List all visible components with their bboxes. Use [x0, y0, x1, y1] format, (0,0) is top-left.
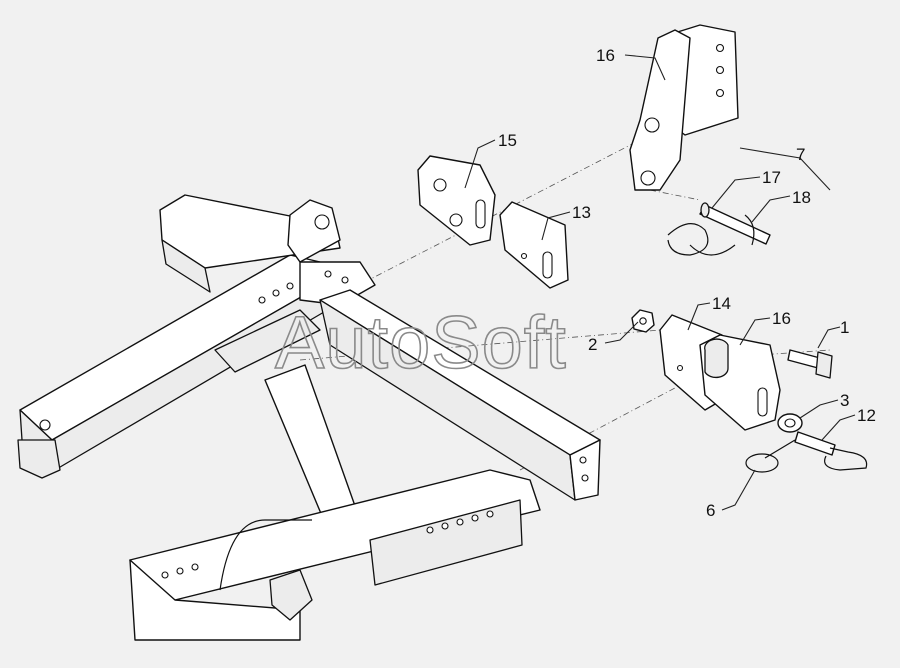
bracket-16-lower-eye — [640, 170, 656, 186]
autosoft-watermark: AutoSoft — [275, 301, 567, 384]
plate-15-boss — [704, 338, 729, 379]
arm-hole-6 — [456, 518, 464, 526]
leader-16 — [624, 54, 666, 81]
leader-17 — [711, 176, 761, 209]
part-13-upper-plate — [499, 201, 569, 289]
centerline-pin — [649, 189, 701, 201]
part-1-bolt — [787, 349, 833, 379]
part-18-clip — [744, 214, 755, 246]
part-12-pin — [794, 431, 868, 471]
clip-18-body — [744, 214, 755, 246]
bolt-1-head — [815, 351, 833, 379]
leader-15 — [739, 317, 771, 346]
front-hitch — [17, 439, 61, 479]
plate-15-slot — [757, 387, 768, 417]
hose — [219, 519, 312, 591]
bracket-16-upper-eye — [644, 117, 660, 133]
callout-13-upper: 13 — [572, 203, 591, 222]
beam-hole-2 — [272, 289, 280, 297]
arm-hole-5 — [441, 522, 449, 530]
plate-13a-hole — [520, 252, 528, 260]
callout-3: 3 — [840, 391, 849, 410]
plate-14-slot — [475, 199, 486, 229]
main-frame — [17, 194, 601, 641]
callout-12: 12 — [857, 406, 876, 425]
central-beam-hole-2 — [581, 474, 589, 482]
part-17-pin — [699, 202, 771, 245]
callout-17: 17 — [762, 168, 781, 187]
bracket-16-hole-1 — [715, 43, 725, 53]
arm-hole-7 — [471, 514, 479, 522]
callout-14: 15 — [498, 131, 517, 150]
part-7-spring-clip — [667, 223, 736, 256]
top-bracket — [287, 199, 341, 263]
bolt-1-shank — [787, 349, 821, 369]
central-beam-hole-1 — [579, 456, 587, 464]
lower-panel — [129, 559, 301, 641]
part-2-nut — [631, 309, 655, 333]
arm-hole-8 — [486, 510, 494, 518]
mount-plate-hole-1 — [324, 270, 332, 278]
beam-hole-3 — [286, 282, 294, 290]
lynch-pin-6-ring — [745, 453, 779, 473]
leader-7 — [739, 147, 831, 191]
centerline-lower — [519, 379, 691, 471]
central-beam-end — [569, 439, 601, 501]
lower-clevis — [269, 569, 313, 621]
diagonal-strut — [214, 309, 321, 373]
callout-2: 2 — [588, 335, 597, 354]
callout-1: 1 — [840, 318, 849, 337]
bracket-16-side-plate — [629, 29, 691, 191]
part-3-washer — [777, 413, 803, 433]
mount-plate-hole-2 — [341, 276, 349, 284]
part-15-clamp-plate — [699, 334, 781, 431]
callout-6: 6 — [706, 501, 715, 520]
leader-1 — [817, 326, 841, 349]
callout-7: 7 — [796, 145, 805, 164]
leader-lines — [464, 54, 856, 511]
leader-18 — [751, 195, 791, 223]
arm-hole-2 — [176, 567, 184, 575]
arm-hole-3 — [191, 563, 199, 571]
pin-17-shank — [699, 204, 771, 245]
part-6-lynch-pin — [745, 439, 796, 473]
callout-13-lower: 14 — [712, 294, 731, 313]
callout-labels: 16 15 13 7 17 18 2 14 16 1 3 12 6 — [498, 46, 876, 520]
leader-13b — [687, 302, 711, 331]
top-bracket-hole — [314, 214, 330, 230]
plate-13b-hole — [676, 364, 684, 372]
front-hitch-hole — [39, 419, 51, 431]
pin-12-shank — [794, 431, 836, 456]
spring-clip-7 — [667, 223, 736, 256]
leader-13a — [541, 211, 571, 241]
bracket-16-hole-2 — [715, 65, 725, 75]
leader-2 — [604, 321, 639, 344]
callout-16: 16 — [596, 46, 615, 65]
plate-14-lower-boss — [449, 213, 463, 227]
plate-13a-slot — [542, 251, 553, 279]
bracket-16-hole-3 — [715, 88, 725, 98]
part-14-bracket-plate — [417, 155, 496, 246]
arm-hole-4 — [426, 526, 434, 534]
centerline-middle — [299, 329, 661, 361]
part-16-hitch-bracket — [629, 24, 739, 191]
beam-hole-1 — [258, 296, 266, 304]
leader-14 — [464, 139, 496, 189]
callout-18: 18 — [792, 188, 811, 207]
washer-3-inner — [784, 418, 796, 428]
leader-12 — [821, 414, 856, 441]
nut-2-bore — [639, 317, 647, 325]
leader-3 — [799, 399, 839, 419]
arm-hole-1 — [161, 571, 169, 579]
upper-cross-beam-end — [161, 239, 211, 293]
telescopic-sleeve — [369, 499, 523, 586]
plate-14-upper-boss — [433, 178, 447, 192]
pin-17-head — [700, 202, 710, 218]
callout-15: 16 — [772, 309, 791, 328]
pin-12-handle — [824, 447, 868, 471]
leader-6 — [721, 469, 756, 511]
